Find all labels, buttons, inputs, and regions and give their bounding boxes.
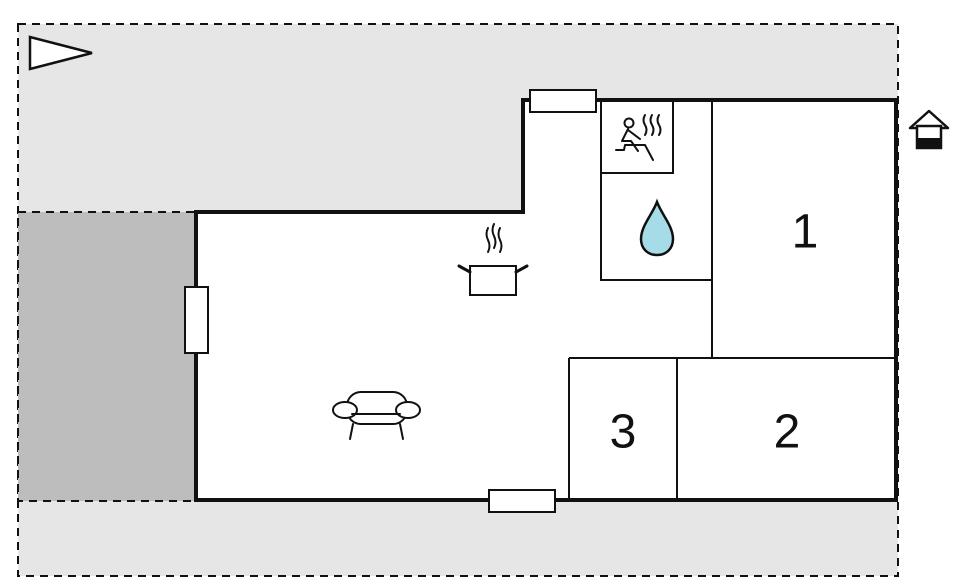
sauna-room xyxy=(600,99,674,174)
interior-walls xyxy=(568,99,896,500)
window-top xyxy=(529,89,597,113)
bedroom-1-label: 1 xyxy=(792,206,819,259)
entrance-house-icon xyxy=(908,109,950,150)
bedroom-3-label: 3 xyxy=(610,406,637,459)
cooking-pot-icon xyxy=(457,223,529,296)
sofa-icon xyxy=(332,391,421,440)
compass-arrow-icon xyxy=(28,35,93,71)
bedroom-2-label: 2 xyxy=(774,406,801,459)
sauna-icon xyxy=(615,114,662,161)
window-left xyxy=(184,286,209,354)
window-bottom xyxy=(488,489,556,513)
terrace-area xyxy=(17,211,199,502)
water-drop-icon xyxy=(639,198,675,257)
